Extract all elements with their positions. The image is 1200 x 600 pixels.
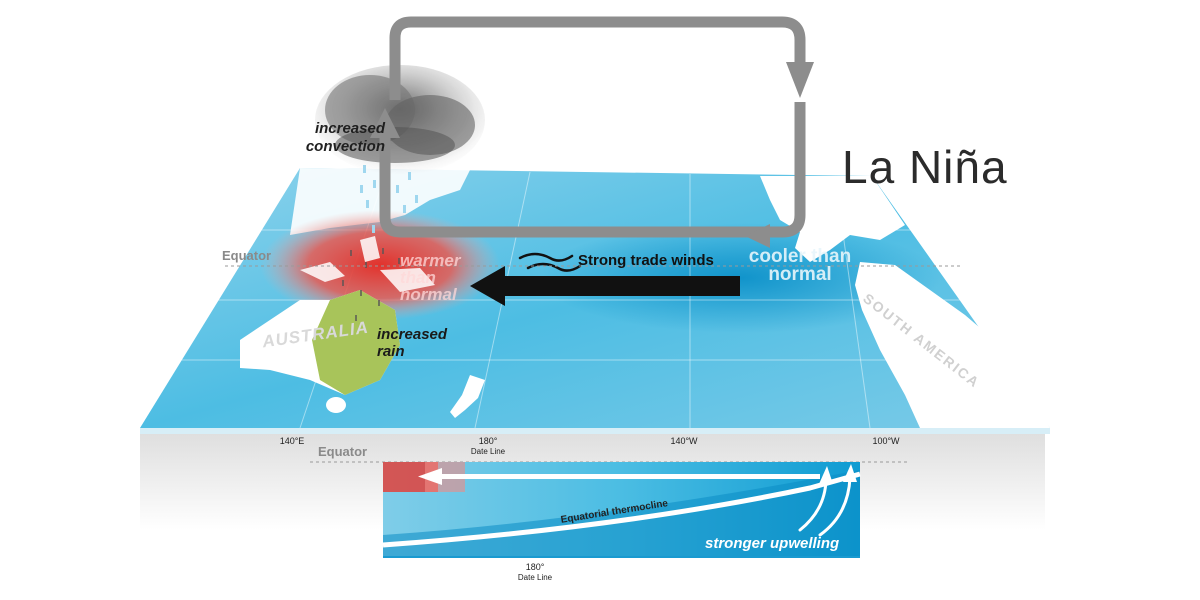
trade-wind-arrow [470,266,740,306]
equator-label-top: Equator [222,248,272,263]
south-america-land [855,262,1050,428]
rain-label: increased rain [377,326,448,360]
trade-winds-label: Strong trade winds [578,252,714,269]
lon-140e-label: 140°E [279,436,305,446]
warmer-label: warmer than normal [400,251,461,304]
upwelling-label: stronger upwelling [705,535,840,552]
cloud [315,65,485,175]
diagram-title: La Niña [842,141,1008,193]
map-front-edge [140,428,1050,434]
tasmania-land [326,397,346,413]
new-zealand-land [450,375,485,418]
upwelling-arrowhead-2 [843,464,857,482]
up-arrowhead [370,108,400,138]
convection-label: increased convection [305,120,385,155]
lon-180-label: 180° [478,436,498,446]
equator-label-bottom: Equator [318,444,368,459]
date-line-label: Date Line [470,447,506,456]
cooler-label: cooler than normal [748,246,852,285]
upwelling-arrows [798,476,852,537]
sub-date-line-label: Date Line [517,573,553,582]
walker-circulation-arrow [379,16,806,238]
subsurface-current-arrow [418,468,820,485]
rain-drops-dark [342,248,400,321]
rain-region [312,290,400,395]
sub-lon-180-label: 180° [525,562,545,572]
lon-140w-label: 140°W [670,436,698,446]
indonesia-islands [300,236,435,292]
loop-left-arrowhead [745,224,770,248]
down-arrowhead [786,62,814,98]
lon-100w-label: 100°W [872,436,900,446]
upwelling-arrowhead-1 [819,466,833,484]
wind-swirl-icon [518,252,582,272]
